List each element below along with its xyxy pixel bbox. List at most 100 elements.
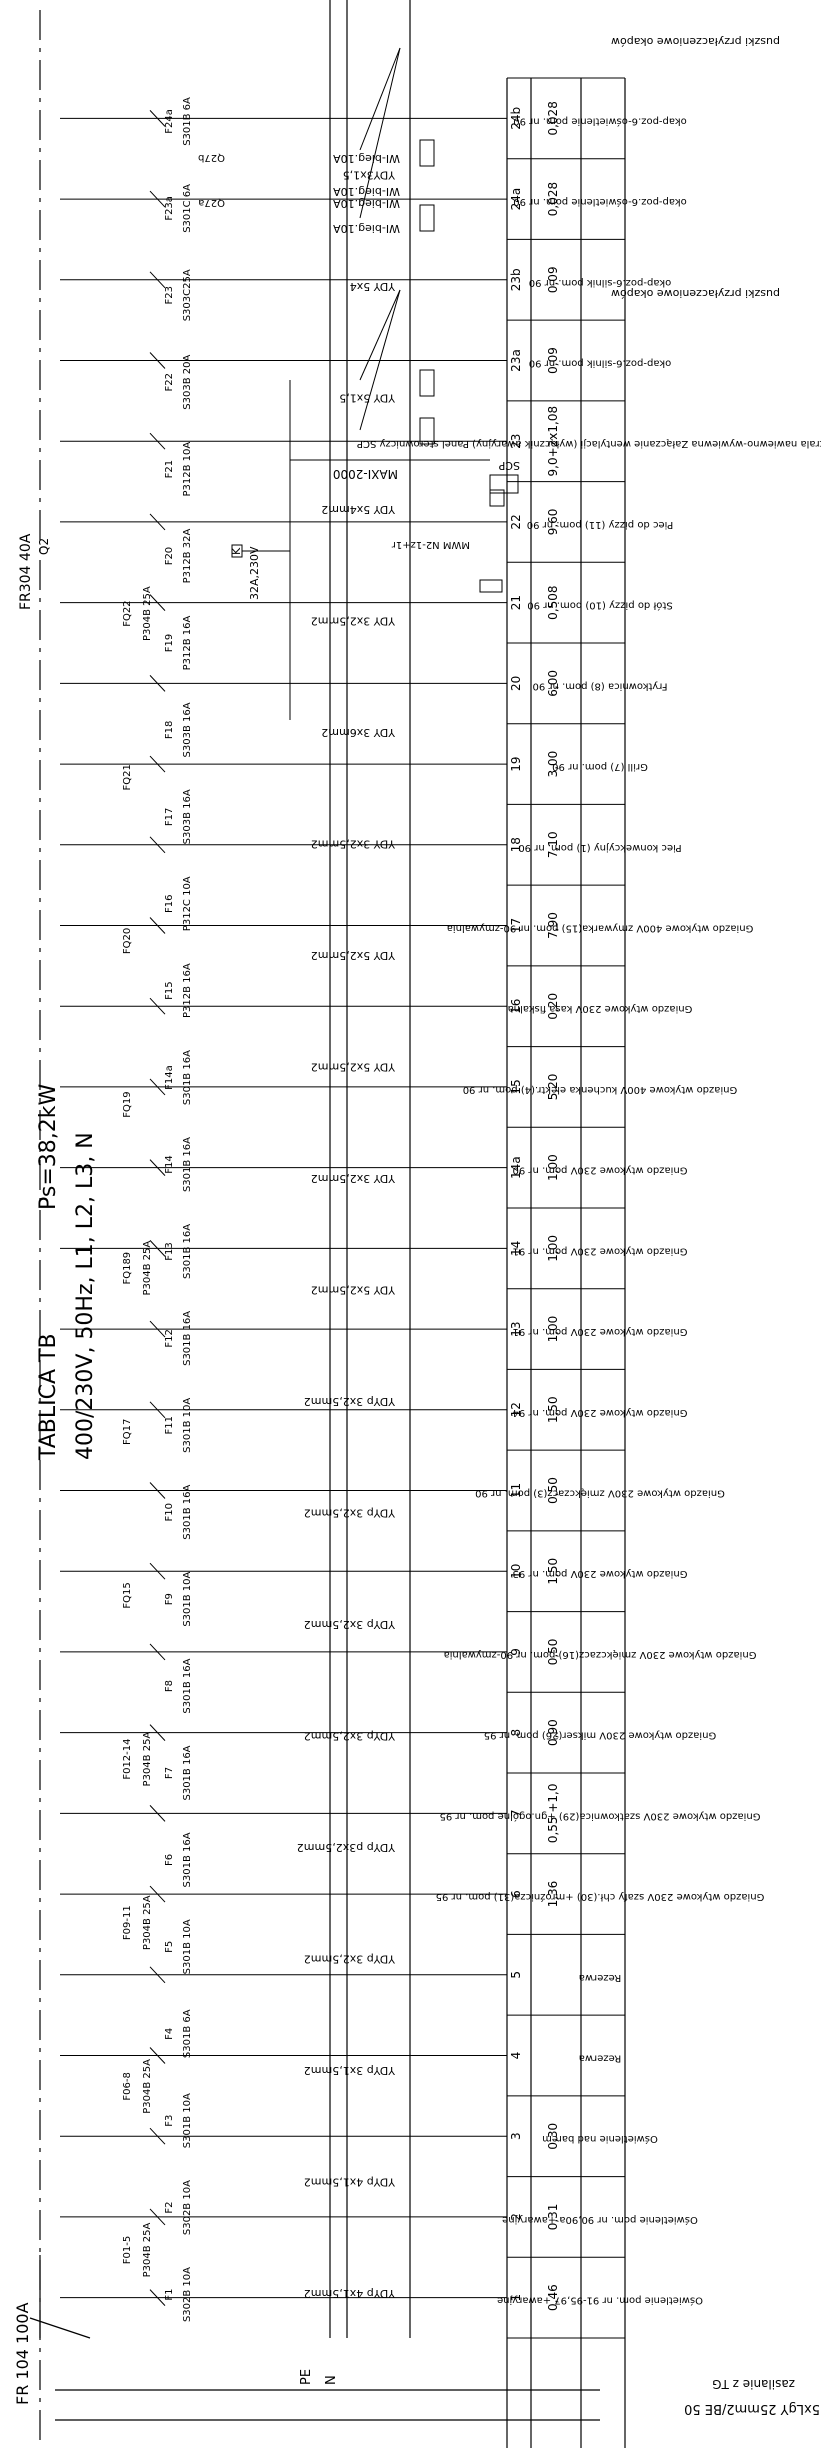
circuit-number: 13	[509, 1321, 523, 1336]
circuit-number: 1	[509, 2294, 523, 2302]
circuit-power: 7,10	[546, 831, 560, 858]
cable-label: YDY3x1,5	[343, 169, 396, 182]
breaker-symbol	[149, 190, 166, 208]
circuit-description: Rezerwa	[579, 2053, 621, 2064]
circuit-power: 0,028	[546, 101, 560, 135]
breaker-label: S303C25A	[182, 269, 193, 321]
pushbutton-label-mid: puszki przyłaczeniowe okapów	[611, 287, 780, 300]
cable-label: YDYp 3x2,5mm2	[304, 1953, 396, 1966]
circuit-number: 23a	[509, 349, 523, 372]
circuit-power: 1,50	[546, 1558, 560, 1585]
rcd-model: P304B 25A	[142, 586, 153, 641]
breaker-symbol	[149, 2127, 166, 2145]
circuit-number: 23	[509, 434, 523, 449]
board-name: TABLICA TB	[36, 1333, 61, 1461]
breaker-symbol	[149, 917, 166, 934]
aux-switch: FR304 40A	[18, 533, 34, 610]
rcd-model: P304B 25A	[142, 2059, 153, 2114]
circuit-number: 6	[509, 1890, 523, 1898]
circuit-number: 20	[509, 676, 523, 691]
breaker-symbol	[149, 1240, 166, 1257]
ventilation-control	[231, 380, 519, 720]
cable-label: YDYp 3x2,5mm2	[304, 1507, 396, 1520]
breaker-label: S301B 16A	[182, 1485, 193, 1540]
circuit-number: 16	[509, 999, 523, 1014]
circuit-number: 24b	[509, 107, 523, 130]
circuit-number: 5	[509, 1971, 523, 1979]
rcd-label: FQ15	[122, 1582, 133, 1608]
circuit-power: 0,20	[546, 993, 560, 1020]
breaker-symbol	[149, 1562, 166, 1580]
feed-source: zasilanie z TG	[712, 2377, 795, 2391]
cable-label: YDY 3x2,5mm2	[311, 838, 396, 851]
scp-label: SCP	[498, 459, 520, 472]
circuit-power: 1,50	[546, 1396, 560, 1423]
connection-box-icon	[419, 204, 435, 232]
breaker-symbol	[149, 1805, 166, 1822]
breaker-id: F16	[164, 895, 175, 913]
circuit-description: Gniazdo wtykowe 230V mikser(26) pom. nr …	[484, 1730, 716, 1741]
breaker-label: S301B 10A	[182, 2093, 193, 2148]
circuit-power: 0,55 +1,0	[546, 1784, 560, 1844]
breaker-label: S303B 20A	[182, 355, 193, 410]
breaker-id: F23a	[164, 196, 175, 221]
circuit-description: Rezerwa	[579, 1972, 621, 1983]
breaker-id: F5	[164, 1941, 175, 1953]
circuit-power: 0,508	[546, 585, 560, 619]
scp-panel-icon	[489, 489, 505, 507]
rcd-label: F01-5	[122, 2236, 133, 2264]
breaker-label: S301B 16A	[182, 1050, 193, 1105]
circuit-power: 0,46	[546, 2284, 560, 2311]
cable-label: YDYp 4x1,5mm2	[304, 2287, 396, 2300]
breaker-label: S301B 16A	[182, 1224, 193, 1279]
breaker-id: F7	[164, 1767, 175, 1779]
breaker-id: F14	[164, 1155, 175, 1173]
circuit-number: 24a	[509, 188, 523, 211]
circuit-number: 19	[509, 756, 523, 771]
feed-cable: 5xLgY 25mm2/BE 50	[684, 2401, 820, 2416]
breaker-symbol	[149, 352, 166, 369]
cable-label: YDY 3x6mm2	[321, 726, 396, 739]
mwm-cable: MWM N2-1z+1r	[391, 539, 470, 550]
circuit-description: Centrala nawiewno-wywiewna Załączanie we…	[357, 438, 821, 449]
circuit-description: Oświetlenie pom. nr 91-95,97 +awaryjne	[497, 2295, 703, 2307]
scp-box-icon	[489, 474, 519, 494]
breaker-id: F12	[164, 1329, 175, 1347]
breaker-label: S303B 16A	[182, 702, 193, 757]
circuit-description: Gniazdo wtykowe 230V zmiękczacz(16) pom.…	[444, 1649, 757, 1660]
cable-label: YDYp 3x1,5mm2	[304, 2064, 396, 2077]
contactor-spec: 32A,230V	[248, 546, 261, 600]
breaker-symbol	[149, 1643, 166, 1661]
circuit-power: 0,31	[546, 2204, 560, 2231]
breaker-id: F3	[164, 2115, 175, 2127]
circuit-description: Frytkownica (8) pom. nr 90	[533, 680, 668, 691]
circuit-power: 9,60	[546, 509, 560, 536]
breaker-id: F2	[164, 2202, 175, 2214]
breaker-id: F24a	[164, 109, 175, 134]
breaker-id: F4	[164, 2028, 175, 2040]
stair-switch-3: WI-bieg.10A	[333, 197, 400, 210]
breaker-label: S301B 6A	[182, 2009, 193, 2058]
circuit-power: 0,30	[546, 2123, 560, 2150]
rcd-label: FQ20	[122, 928, 133, 954]
breaker-id: F9	[164, 1593, 175, 1605]
circuit-power: 1,00	[546, 1154, 560, 1181]
circuit-power: 9,0+2x1,08	[546, 406, 560, 477]
rcd-label: FQ22	[122, 600, 133, 626]
board-labels: TABLICA TB Ps=38,2kW 400/230V, 50Hz, L1,…	[13, 35, 820, 2416]
circuit-description: Gniazdo wtykowe 230V szafy chł.(30) +mro…	[436, 1891, 765, 1903]
breaker-symbol	[149, 1966, 166, 1984]
cable-label: YDYp 4x1,5mm2	[304, 2176, 396, 2189]
circuit-description: Oświetlenie nad barem	[542, 2133, 658, 2145]
board-power: Ps=38,2kW	[36, 1084, 61, 1211]
cable-label: YDYp 3x2,5mm2	[304, 1730, 396, 1743]
breaker-id: F15	[164, 981, 175, 999]
circuit-number: 21	[509, 595, 523, 610]
breaker-symbol	[149, 2208, 166, 2226]
breaker-label: S302B 10A	[182, 2180, 193, 2235]
circuit-number: 3	[509, 2132, 523, 2140]
stair-switch-4: WI-bieg.10A	[333, 222, 400, 235]
breaker-symbol	[149, 1482, 166, 1499]
circuit-description: Gniazdo wtykowe 230V pom. nr 94	[513, 1407, 688, 1418]
